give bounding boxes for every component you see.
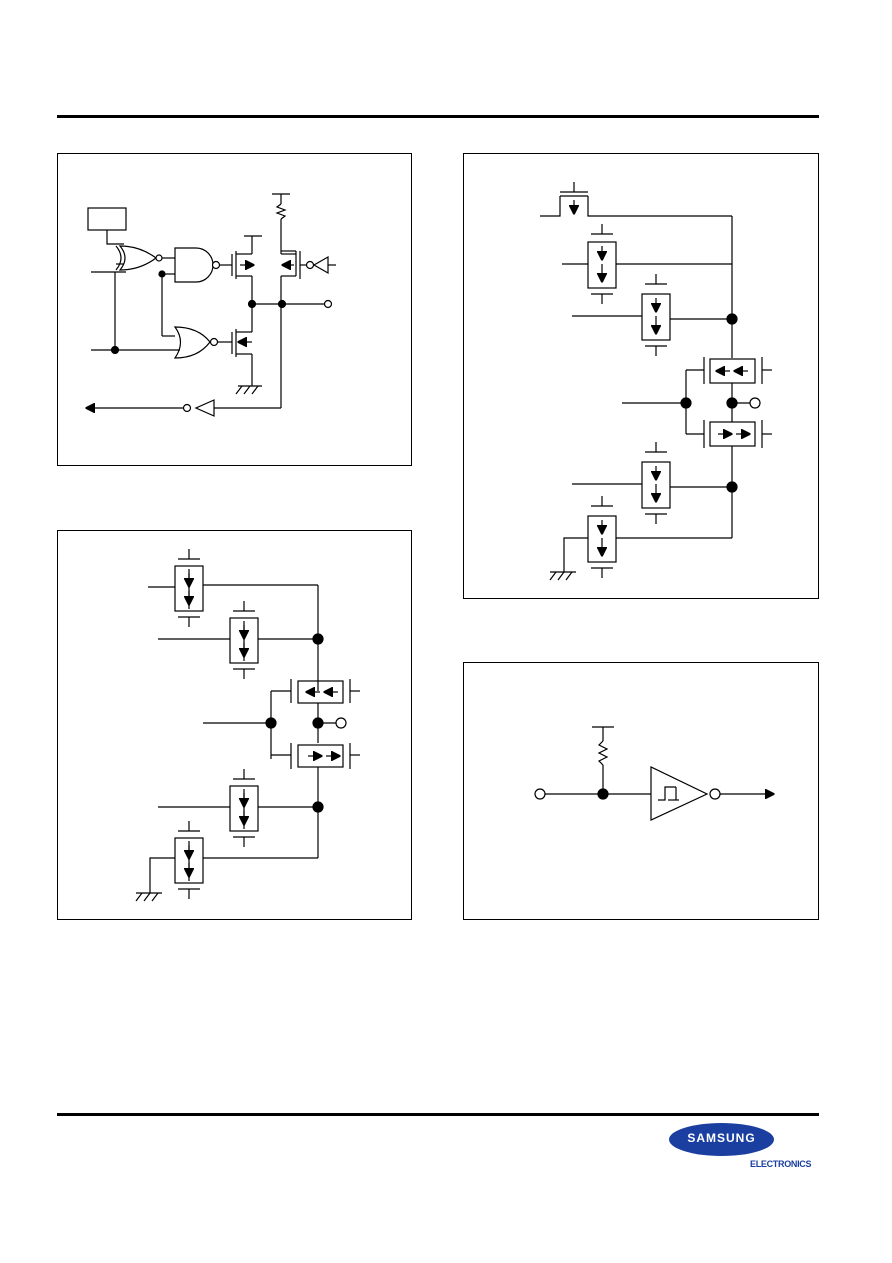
circuit-panel-top-right bbox=[463, 153, 819, 599]
circuit-panel-bottom-right bbox=[463, 662, 819, 920]
transistor-switch-diagram-left bbox=[135, 549, 360, 902]
schmitt-input-diagram bbox=[534, 726, 820, 821]
circuit-panel-top-left bbox=[57, 153, 412, 466]
samsung-logo: SAMSUNG ELECTRONICS bbox=[669, 1123, 819, 1173]
circuit-panel-bottom-left bbox=[57, 530, 412, 920]
logo-subtext: ELECTRONICS bbox=[750, 1159, 812, 1169]
logic-output-circuit-diagram bbox=[58, 193, 336, 417]
footer-rule bbox=[57, 1113, 819, 1116]
logo-text: SAMSUNG bbox=[687, 1131, 756, 1145]
logo-oval bbox=[669, 1123, 774, 1156]
header-rule bbox=[57, 115, 819, 118]
transistor-switch-diagram-right bbox=[540, 182, 772, 581]
